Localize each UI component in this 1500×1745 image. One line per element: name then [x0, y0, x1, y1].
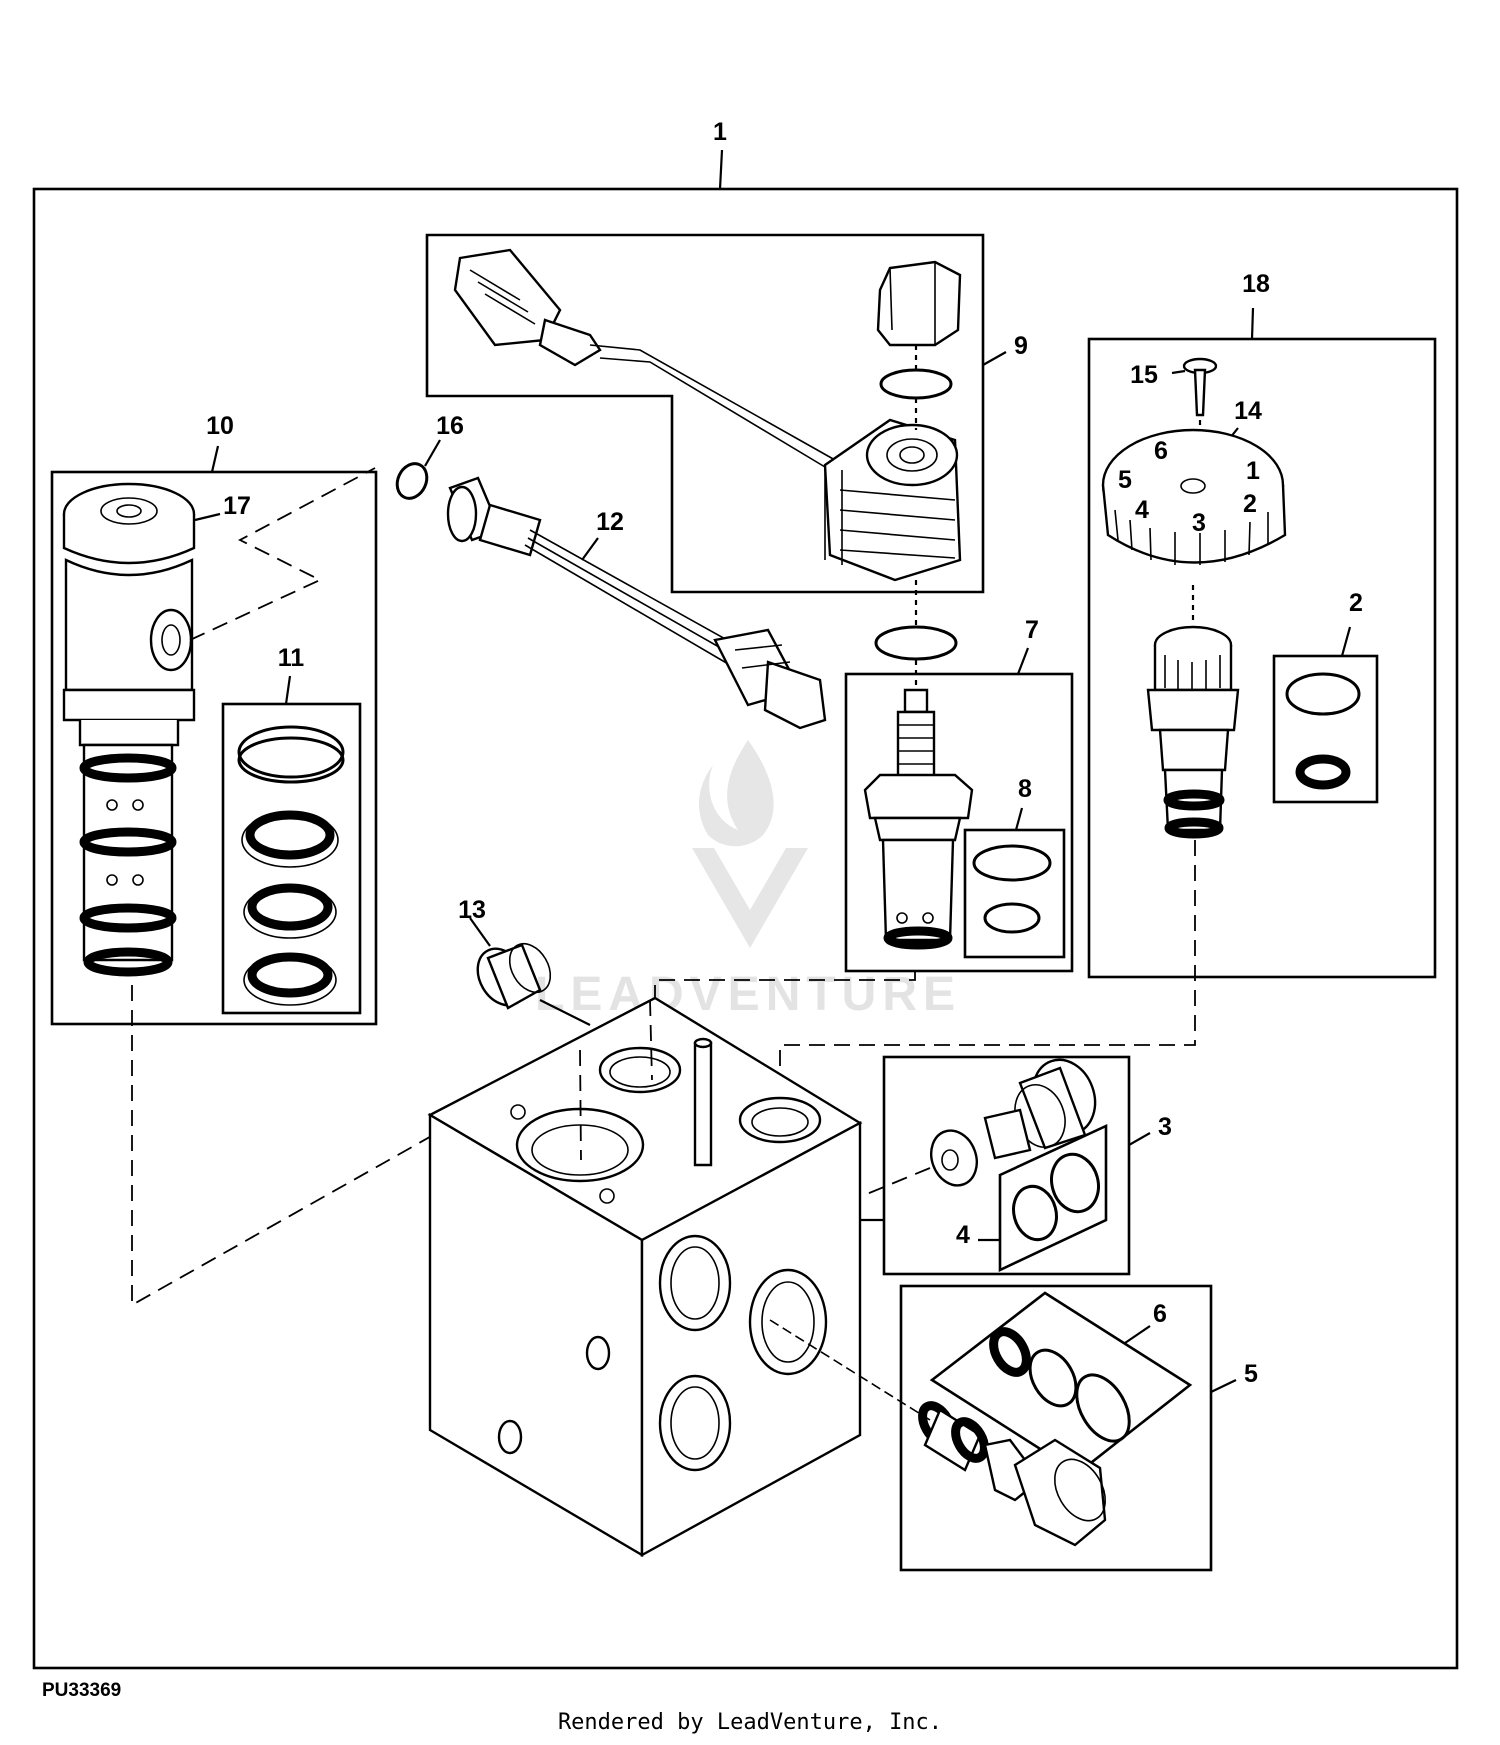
check-valve-group-5-box — [899, 1284, 1213, 1572]
backup-ring-2 — [1295, 754, 1351, 790]
relief-valve-group-18-box — [1087, 337, 1437, 979]
o-ring-8-small — [983, 902, 1041, 934]
watermark-text: LEADVENTURE — [535, 968, 961, 1021]
o-ring-2-large — [1285, 672, 1361, 716]
footer-credit: Rendered by LeadVenture, Inc. — [557, 1710, 943, 1735]
figure-id: PU33369 — [42, 1680, 122, 1701]
callout-9: 9 — [1014, 332, 1028, 360]
coil-nut — [876, 260, 962, 400]
valve-manifold-block — [427, 996, 863, 1558]
callout-17: 17 — [223, 492, 251, 520]
valve-cartridge-7 — [863, 688, 974, 950]
seal-kit-8-box — [963, 828, 1066, 959]
callout-18: 18 — [1242, 270, 1270, 298]
dial-mark-2: 2 — [1243, 490, 1257, 518]
coil-group-9-box — [425, 233, 985, 594]
relief-valve-cartridge — [1146, 625, 1240, 839]
callout-2: 2 — [1349, 589, 1363, 617]
seal-kit-2-box — [1272, 654, 1379, 804]
callout-8: 8 — [1018, 775, 1032, 803]
watermark: LEADVENTURE — [535, 740, 961, 1021]
adjustment-knob-14: 1 2 3 4 5 6 — [1101, 428, 1287, 565]
callout-15: 15 — [1130, 361, 1158, 389]
check-valve-group-3-box — [882, 1055, 1131, 1276]
dial-mark-4: 4 — [1135, 496, 1149, 524]
callout-14: 14 — [1234, 397, 1262, 425]
o-ring-16 — [395, 462, 429, 500]
callout-6: 6 — [1153, 1300, 1167, 1328]
callout-12: 12 — [596, 508, 624, 536]
callout-10: 10 — [206, 412, 234, 440]
adjustment-screw-15 — [1171, 357, 1218, 417]
callout-3: 3 — [1158, 1113, 1172, 1141]
sensor-connector — [713, 628, 827, 730]
dial-mark-1: 1 — [1246, 457, 1260, 485]
o-ring-coil — [874, 625, 958, 661]
seal-kit-6-box — [929, 1291, 1193, 1475]
pressure-sensor — [446, 476, 746, 669]
coil-connector — [453, 248, 836, 471]
callout-7: 7 — [1025, 616, 1039, 644]
solenoid-coil — [823, 418, 962, 582]
callout-13: 13 — [458, 896, 486, 924]
o-ring-8-large — [972, 844, 1052, 882]
dial-mark-6: 6 — [1154, 437, 1168, 465]
assembly-frame — [32, 187, 1459, 1670]
check-valve-3 — [930, 1058, 1097, 1187]
seal-kit-4-box — [998, 1123, 1108, 1273]
seal-kit-rings — [237, 725, 345, 1006]
valve-group-10-box — [50, 470, 378, 1026]
callout-4: 4 — [956, 1221, 970, 1249]
callout-11: 11 — [278, 644, 305, 672]
dial-mark-5: 5 — [1118, 466, 1132, 494]
dial-mark-3: 3 — [1192, 509, 1206, 537]
check-valve-5 — [918, 1401, 1107, 1547]
seal-kit-11-box — [221, 702, 362, 1015]
callout-16: 16 — [436, 412, 464, 440]
cartridge-group-7-box — [844, 672, 1074, 973]
plug-13 — [469, 917, 552, 1010]
callout-5: 5 — [1244, 1360, 1258, 1388]
solenoid-valve-cartridge — [62, 482, 196, 977]
callout-1: 1 — [713, 118, 727, 146]
